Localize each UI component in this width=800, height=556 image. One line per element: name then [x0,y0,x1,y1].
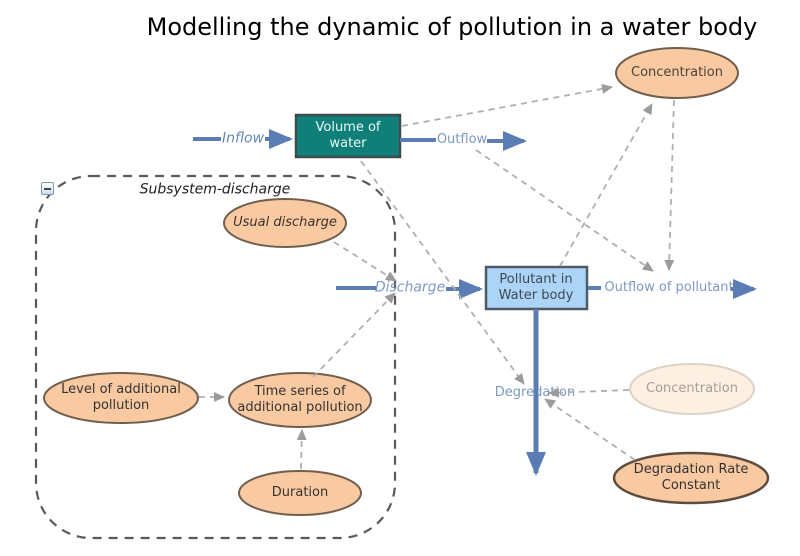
level-of-additional-pollution-variable[interactable] [43,372,199,424]
pollutant-in-water-body-label[interactable]: Pollutant in Water body [498,271,574,303]
volume-of-water-stock[interactable] [294,113,402,159]
duration-variable[interactable] [238,470,362,516]
usual-discharge-label[interactable]: Usual discharge [233,214,337,230]
inflow-flow-label[interactable]: Inflow [221,130,265,147]
degradation-rate-constant-label[interactable]: Degradation Rate Constant [633,461,749,493]
outflow-of-pollutant-flow-label[interactable]: Outflow of pollutant [604,279,734,295]
usual-discharge-variable[interactable] [223,198,347,248]
concentration-variable[interactable] [615,47,739,99]
degradation-flow-label[interactable]: Degredation [494,384,576,400]
subsystem-label: Subsystem-discharge [139,181,291,198]
duration-label[interactable]: Duration [271,484,329,500]
time-series-of-additional-pollution-label[interactable]: Time series of additional pollution [237,383,363,415]
diagram-title: Modelling the dynamic of pollution in a … [146,13,758,41]
collapse-minus-icon[interactable] [41,182,54,195]
level-of-additional-pollution-label[interactable]: Level of additional pollution [61,381,181,413]
concentration-faded-label[interactable]: Concentration [646,380,738,396]
discharge-flow-label[interactable]: Discharge [374,279,446,296]
degradation-rate-constant-variable[interactable] [612,451,770,505]
volume-of-water-label[interactable]: Volume of water [315,119,381,151]
concentration-label[interactable]: Concentration [631,64,723,80]
concentration-faded-variable[interactable] [629,363,755,415]
outflow-flow-label[interactable]: Outflow [436,131,488,147]
time-series-of-additional-pollution-variable[interactable] [228,372,372,428]
